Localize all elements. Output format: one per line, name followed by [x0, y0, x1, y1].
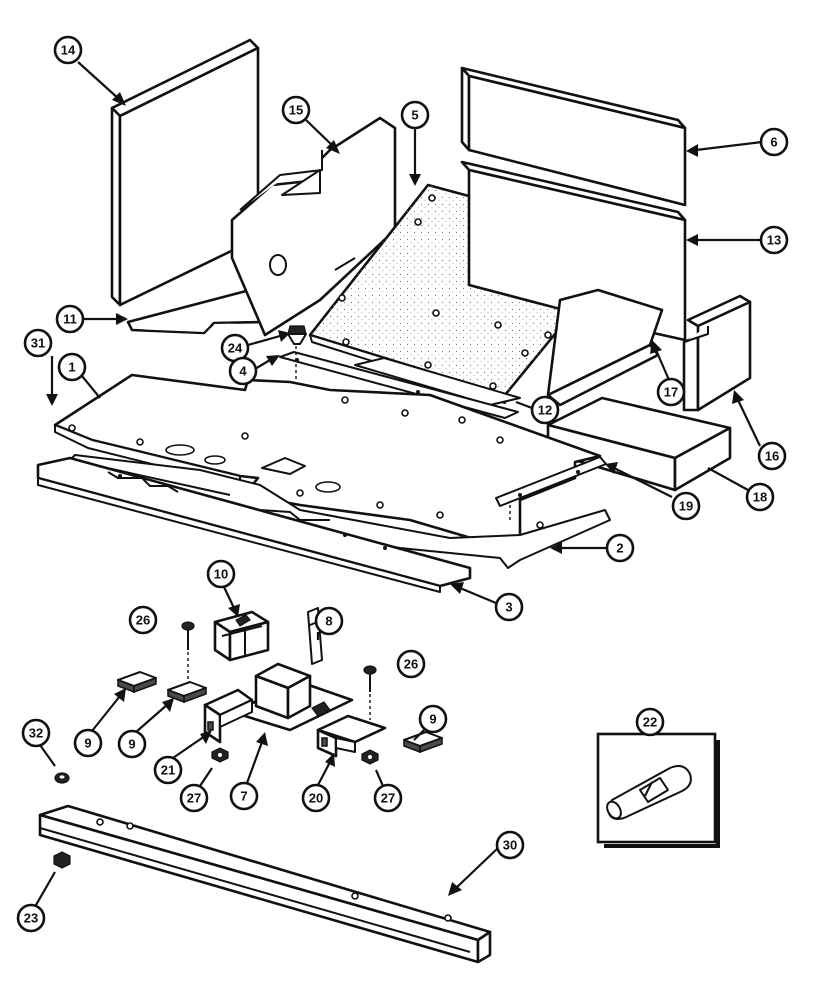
svg-text:4: 4: [239, 364, 247, 379]
svg-text:27: 27: [381, 791, 395, 806]
part-13-middle-board: [460, 160, 687, 342]
part-3-channel: [36, 456, 472, 593]
svg-text:14: 14: [61, 43, 76, 58]
callout-27-right: 27: [373, 783, 403, 813]
part-9-foot-c: [403, 731, 443, 754]
callout-1: 1: [57, 352, 87, 382]
svg-text:13: 13: [767, 233, 781, 248]
svg-text:6: 6: [770, 135, 777, 150]
svg-text:2: 2: [616, 541, 623, 556]
svg-text:17: 17: [664, 385, 678, 400]
part-26-screw-right: [363, 665, 377, 720]
part-10-relay: [213, 610, 270, 662]
part-6-top-board: [460, 66, 687, 207]
callout-5: 5: [400, 100, 430, 130]
svg-text:26: 26: [136, 613, 150, 628]
callout-31: 31: [23, 328, 53, 358]
svg-text:30: 30: [503, 838, 517, 853]
callout-labels: 14 15 5 6 13 11 24 31 1 4 17 12 16 19 18…: [16, 35, 789, 933]
part-30-rail: [38, 804, 492, 964]
part-27-nut-left: [211, 747, 229, 763]
wire-splice-icon: [606, 765, 692, 820]
part-32-washer: [54, 772, 70, 784]
svg-text:3: 3: [505, 600, 512, 615]
svg-text:27: 27: [187, 791, 201, 806]
callout-9-b: 9: [117, 729, 147, 759]
callout-23: 23: [16, 903, 46, 933]
part-11-floor-plate: [126, 288, 264, 335]
svg-text:32: 32: [29, 726, 43, 741]
part-9-foot-b: [167, 681, 207, 704]
callout-14: 14: [53, 35, 83, 65]
svg-text:22: 22: [643, 715, 657, 730]
part-15-baffle: [230, 116, 397, 337]
svg-text:9: 9: [429, 712, 436, 727]
callout-6: 6: [759, 127, 789, 157]
callout-26-right: 26: [396, 649, 426, 679]
svg-text:23: 23: [24, 911, 38, 926]
callout-12: 12: [530, 395, 560, 425]
svg-text:21: 21: [161, 763, 175, 778]
svg-text:5: 5: [411, 108, 418, 123]
svg-text:31: 31: [31, 336, 45, 351]
part-26-screw-left: [181, 621, 195, 690]
callout-15: 15: [281, 95, 311, 125]
part-14-side-panel: [110, 38, 260, 307]
svg-text:11: 11: [63, 312, 77, 327]
callout-7: 7: [229, 781, 259, 811]
part-22-detail-inset: [596, 732, 720, 848]
callout-26-left: 26: [128, 605, 158, 635]
svg-text:10: 10: [214, 567, 228, 582]
svg-text:1: 1: [68, 360, 75, 375]
callout-3: 3: [494, 592, 524, 622]
callout-21: 21: [153, 755, 183, 785]
part-27-nut-right: [361, 749, 379, 765]
callout-32: 32: [21, 718, 51, 748]
callout-22: 22: [635, 707, 665, 737]
callout-20: 20: [301, 783, 331, 813]
svg-text:9: 9: [128, 737, 135, 752]
callout-18: 18: [745, 482, 775, 512]
part-24-connector: [287, 325, 307, 380]
callout-9-a: 9: [73, 728, 103, 758]
svg-text:8: 8: [325, 614, 332, 629]
svg-text:15: 15: [289, 103, 303, 118]
callout-9-c: 9: [418, 704, 448, 734]
callout-30: 30: [495, 830, 525, 860]
callout-27-left: 27: [179, 783, 209, 813]
part-7-base-plate: [230, 662, 354, 732]
callout-2: 2: [605, 533, 635, 563]
leader-lines: [35, 61, 763, 906]
part-23-nut: [53, 851, 71, 869]
callout-4: 4: [228, 356, 258, 386]
callout-19: 19: [671, 491, 701, 521]
part-21-bracket: [203, 688, 254, 744]
part-20-bracket: [316, 714, 387, 758]
svg-text:20: 20: [309, 791, 323, 806]
svg-text:18: 18: [753, 490, 767, 505]
callout-8: 8: [314, 606, 344, 636]
svg-text:12: 12: [538, 403, 552, 418]
callout-10: 10: [206, 559, 236, 589]
part-9-foot-a: [117, 671, 157, 694]
svg-text:16: 16: [765, 449, 779, 464]
callout-16: 16: [757, 441, 787, 471]
part-16-corner-block: [682, 294, 752, 412]
callout-17: 17: [656, 377, 686, 407]
part-17-insulation-block: [546, 288, 664, 407]
svg-text:26: 26: [404, 657, 418, 672]
callout-13: 13: [759, 225, 789, 255]
svg-text:24: 24: [228, 341, 243, 356]
svg-text:19: 19: [679, 499, 693, 514]
callout-11: 11: [55, 304, 85, 334]
svg-text:9: 9: [84, 736, 91, 751]
svg-text:7: 7: [240, 789, 247, 804]
